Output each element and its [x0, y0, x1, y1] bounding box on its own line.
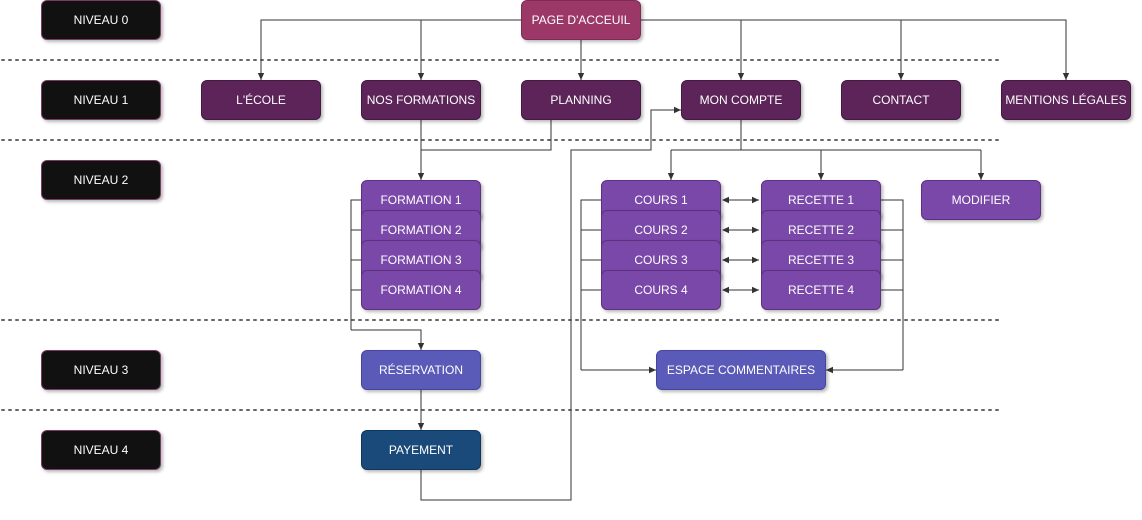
node-page-accueil[interactable]: PAGE D'ACCEUIL [521, 0, 641, 40]
node-mon-compte[interactable]: MON COMPTE [681, 80, 801, 120]
node-cours-1[interactable]: COURS 1 [601, 180, 721, 220]
node-planning[interactable]: PLANNING [521, 80, 641, 120]
level-label-1: NIVEAU 1 [41, 80, 161, 120]
node-ecole[interactable]: L'ÉCOLE [201, 80, 321, 120]
connector-home-compte [641, 19, 745, 80]
node-recette-4[interactable]: RECETTE 4 [761, 270, 881, 310]
connector-recettes-bus [881, 199, 904, 370]
connector-compte-cours [671, 149, 981, 180]
level-label-3: NIVEAU 3 [41, 350, 161, 390]
node-contact[interactable]: CONTACT [841, 80, 961, 120]
connector-cours-bus [580, 199, 601, 370]
connector-home-ecole [257, 19, 521, 80]
level-label-2: NIVEAU 2 [41, 160, 161, 200]
connector-formations-bus [350, 199, 361, 330]
connector-payement-compte [420, 106, 681, 501]
connector-home-mentions [901, 19, 1070, 80]
node-modifier[interactable]: MODIFIER [921, 180, 1041, 220]
node-reservation[interactable]: RÉSERVATION [361, 350, 481, 390]
node-espace-commentaires[interactable]: ESPACE COMMENTAIRES [656, 350, 826, 390]
level-label-0: NIVEAU 0 [41, 0, 161, 40]
node-formation-4[interactable]: FORMATION 4 [361, 270, 481, 310]
connector-planning-list [421, 120, 552, 151]
connector-formations-reservation [351, 329, 425, 350]
connector-home-contact [741, 19, 905, 80]
node-cours-4[interactable]: COURS 4 [601, 270, 721, 310]
node-payement[interactable]: PAYEMENT [361, 430, 481, 470]
node-mentions-legales[interactable]: MENTIONS LÉGALES [1001, 80, 1131, 120]
node-nos-formations[interactable]: NOS FORMATIONS [361, 80, 481, 120]
level-label-4: NIVEAU 4 [41, 430, 161, 470]
